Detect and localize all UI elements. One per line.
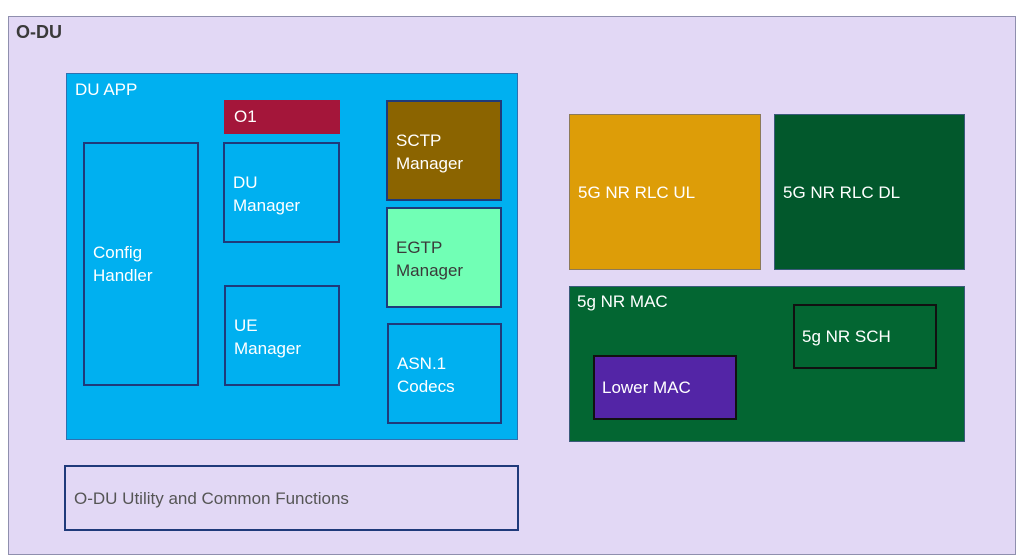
config-handler-line-1: Config	[93, 243, 143, 262]
rlc-dl-block: 5G NR RLC DL	[774, 114, 965, 270]
egtp-manager-block: EGTP Manager	[386, 207, 502, 308]
sctp-manager-block: SCTP Manager	[386, 100, 502, 201]
asn1-codecs-line-2: Codecs	[397, 377, 455, 396]
asn1-codecs-block: ASN.1 Codecs	[387, 323, 502, 424]
du-app-title: DU APP	[75, 80, 138, 99]
lower-mac-label: Lower MAC	[602, 378, 691, 397]
o-du-title: O-DU	[16, 22, 62, 42]
sch-block: 5g NR SCH	[793, 304, 937, 369]
du-manager-line-1: DU	[233, 173, 258, 192]
o1-block: O1	[224, 100, 340, 134]
ue-manager-block: UE Manager	[224, 285, 340, 386]
rlc-ul-label: 5G NR RLC UL	[578, 183, 696, 202]
o1-label: O1	[234, 107, 257, 126]
config-handler-block: Config Handler	[83, 142, 199, 386]
config-handler-line-2: Handler	[93, 266, 153, 285]
sch-label: 5g NR SCH	[802, 327, 891, 346]
egtp-manager-line-1: EGTP	[396, 238, 443, 257]
egtp-manager-label: EGTP Manager	[396, 236, 463, 282]
sctp-manager-line-2: Manager	[396, 154, 464, 173]
du-manager-block: DU Manager	[223, 142, 340, 243]
sctp-manager-line-1: SCTP	[396, 131, 442, 150]
rlc-ul-block: 5G NR RLC UL	[569, 114, 761, 270]
du-manager-label: DU Manager	[233, 171, 300, 217]
egtp-manager-line-2: Manager	[396, 261, 464, 280]
asn1-codecs-label: ASN.1 Codecs	[397, 352, 455, 398]
asn1-codecs-line-1: ASN.1	[397, 354, 447, 373]
ue-manager-label: UE Manager	[234, 314, 301, 360]
rlc-dl-label: 5G NR RLC DL	[783, 183, 901, 202]
config-handler-label: Config Handler	[93, 241, 153, 287]
sctp-manager-label: SCTP Manager	[396, 129, 463, 175]
utility-block: O-DU Utility and Common Functions	[64, 465, 519, 531]
ue-manager-line-1: UE	[234, 316, 258, 335]
mac-title: 5g NR MAC	[577, 292, 668, 311]
lower-mac-block: Lower MAC	[593, 355, 737, 420]
du-manager-line-2: Manager	[233, 196, 301, 215]
ue-manager-line-2: Manager	[234, 339, 302, 358]
utility-label: O-DU Utility and Common Functions	[74, 489, 349, 508]
